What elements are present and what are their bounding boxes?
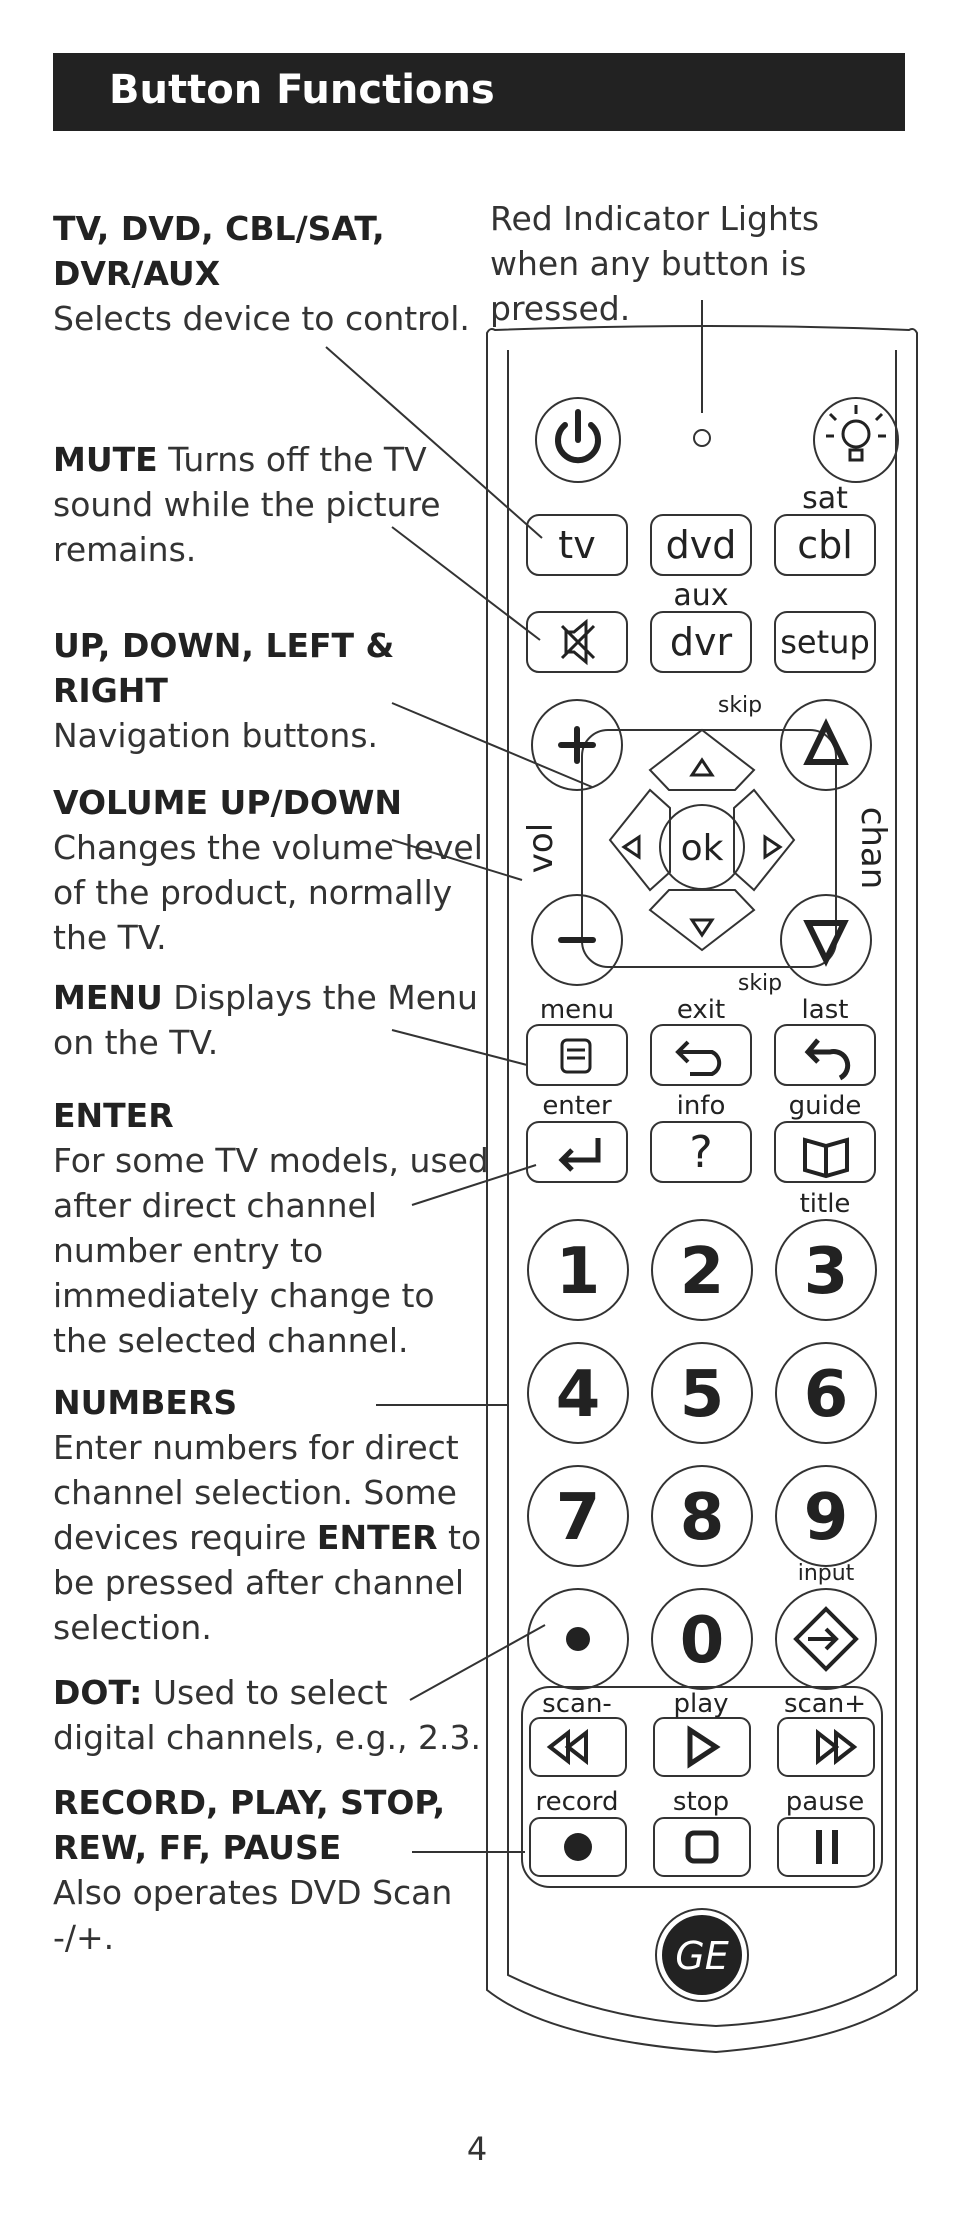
navigation-description-heading: UP, DOWN, LEFT & RIGHT	[53, 626, 395, 710]
navigation-description-text: Navigation buttons.	[53, 716, 379, 755]
number-0-button[interactable]: 0	[680, 1604, 725, 1678]
navigation-description: UP, DOWN, LEFT & RIGHT Navigation button…	[53, 623, 493, 758]
numbers-description-text-2: to be pressed after channel selection.	[53, 1518, 482, 1647]
transport-description-heading: RECORD, PLAY, STOP, REW, FF, PAUSE	[53, 1783, 446, 1867]
skip-back-label: skip	[738, 971, 782, 996]
dot-description-text: Used to select digital channels, e.g., 2…	[53, 1673, 481, 1757]
volume-description-text: Changes the volume level of the product,…	[53, 828, 483, 957]
stop-icon	[685, 1830, 719, 1864]
numbers-description-text: Enter numbers for direct channel selecti…	[53, 1428, 459, 1557]
number-4-button[interactable]: 4	[556, 1358, 601, 1432]
light-bulb-icon	[841, 419, 871, 449]
numbers-description-enter: ENTER	[316, 1518, 438, 1557]
number-2-button[interactable]: 2	[680, 1235, 725, 1309]
transport-description: RECORD, PLAY, STOP, REW, FF, PAUSE Also …	[53, 1780, 493, 1960]
aux-label: aux	[673, 578, 728, 613]
device-description: TV, DVD, CBL/SAT, DVR/AUX Selects device…	[53, 206, 493, 341]
guide-book-icon	[803, 1137, 849, 1179]
enter-description-heading: ENTER	[53, 1096, 174, 1135]
play-label: play	[673, 1689, 728, 1719]
menu-description: MENU Displays the Menu on the TV.	[53, 975, 493, 1065]
exit-icon	[675, 1040, 722, 1076]
ge-logo-icon	[662, 1915, 742, 1995]
ge-logo: GE	[675, 1934, 728, 1978]
record-icon	[564, 1833, 592, 1861]
scan-plus-label: scan+	[784, 1689, 866, 1719]
channel-down-icon	[803, 920, 849, 967]
fast-forward-icon	[816, 1728, 858, 1766]
channel-up-icon	[803, 718, 849, 765]
volume-description: VOLUME UP/DOWN Changes the volume level …	[53, 780, 493, 960]
power-icon	[555, 422, 601, 464]
dvd-button[interactable]: dvd	[666, 523, 737, 567]
dot-description-heading: DOT:	[53, 1673, 143, 1712]
section-title: Button Functions	[109, 67, 495, 113]
number-7-button[interactable]: 7	[556, 1481, 601, 1555]
exit-label: exit	[677, 995, 725, 1025]
ok-button[interactable]: ok	[681, 828, 724, 869]
skip-forward-label: skip	[718, 693, 762, 718]
indicator-description: Red Indicator Lights when any button is …	[490, 199, 820, 328]
device-description-heading: TV, DVD, CBL/SAT, DVR/AUX	[53, 209, 385, 293]
enter-description-text: For some TV models, used after direct ch…	[53, 1141, 489, 1360]
enter-icon	[558, 1138, 601, 1172]
down-arrow-icon	[689, 918, 715, 938]
record-label: record	[535, 1787, 618, 1817]
mute-description-text: Turns off the TV sound while the picture…	[53, 440, 441, 569]
rewind-icon	[546, 1728, 588, 1766]
enter-description: ENTER For some TV models, used after dir…	[53, 1093, 493, 1363]
tv-button[interactable]: tv	[558, 523, 595, 567]
numbers-description: NUMBERS Enter numbers for direct channel…	[53, 1380, 493, 1650]
menu-description-heading: MENU	[53, 978, 163, 1017]
stop-label: stop	[673, 1787, 729, 1817]
number-1-button[interactable]: 1	[556, 1235, 601, 1309]
play-icon	[687, 1725, 721, 1769]
info-label: info	[677, 1091, 726, 1121]
left-arrow-icon	[621, 834, 641, 860]
input-icon	[793, 1606, 859, 1672]
setup-button[interactable]: setup	[780, 623, 870, 661]
dot-description: DOT: Used to select digital channels, e.…	[53, 1670, 493, 1760]
input-label: input	[798, 1561, 855, 1586]
device-description-text: Selects device to control.	[53, 299, 470, 338]
cbl-button[interactable]: cbl	[797, 523, 853, 567]
mute-description-heading: MUTE	[53, 440, 158, 479]
vol-label: vol	[521, 823, 561, 873]
guide-label: guide	[789, 1091, 862, 1121]
enter-label: enter	[542, 1091, 612, 1121]
number-6-button[interactable]: 6	[804, 1358, 849, 1432]
right-arrow-icon	[763, 834, 783, 860]
sat-label: sat	[802, 481, 848, 516]
pause-label: pause	[786, 1787, 864, 1817]
numbers-description-heading: NUMBERS	[53, 1383, 238, 1422]
mute-description: MUTE Turns off the TV sound while the pi…	[53, 437, 493, 572]
up-arrow-icon	[689, 757, 715, 777]
info-button[interactable]: ?	[689, 1127, 712, 1178]
menu-description-text: Displays the Menu on the TV.	[53, 978, 478, 1062]
volume-description-heading: VOLUME UP/DOWN	[53, 783, 403, 822]
dvr-button[interactable]: dvr	[670, 620, 733, 664]
transport-description-text: Also operates DVD Scan -/+.	[53, 1873, 453, 1957]
number-5-button[interactable]: 5	[680, 1358, 725, 1432]
title-label: title	[800, 1189, 851, 1219]
page-number: 4	[466, 2130, 488, 2168]
last-icon	[804, 1038, 851, 1081]
last-label: last	[802, 995, 849, 1025]
number-3-button[interactable]: 3	[804, 1235, 849, 1309]
number-8-button[interactable]: 8	[680, 1481, 725, 1555]
section-header: Button Functions	[53, 53, 905, 131]
menu-label: menu	[540, 995, 614, 1025]
dot-icon	[566, 1627, 590, 1651]
scan-minus-label: scan-	[542, 1689, 612, 1719]
menu-icon	[560, 1038, 592, 1074]
number-9-button[interactable]: 9	[804, 1481, 849, 1555]
chan-label: chan	[853, 807, 893, 890]
